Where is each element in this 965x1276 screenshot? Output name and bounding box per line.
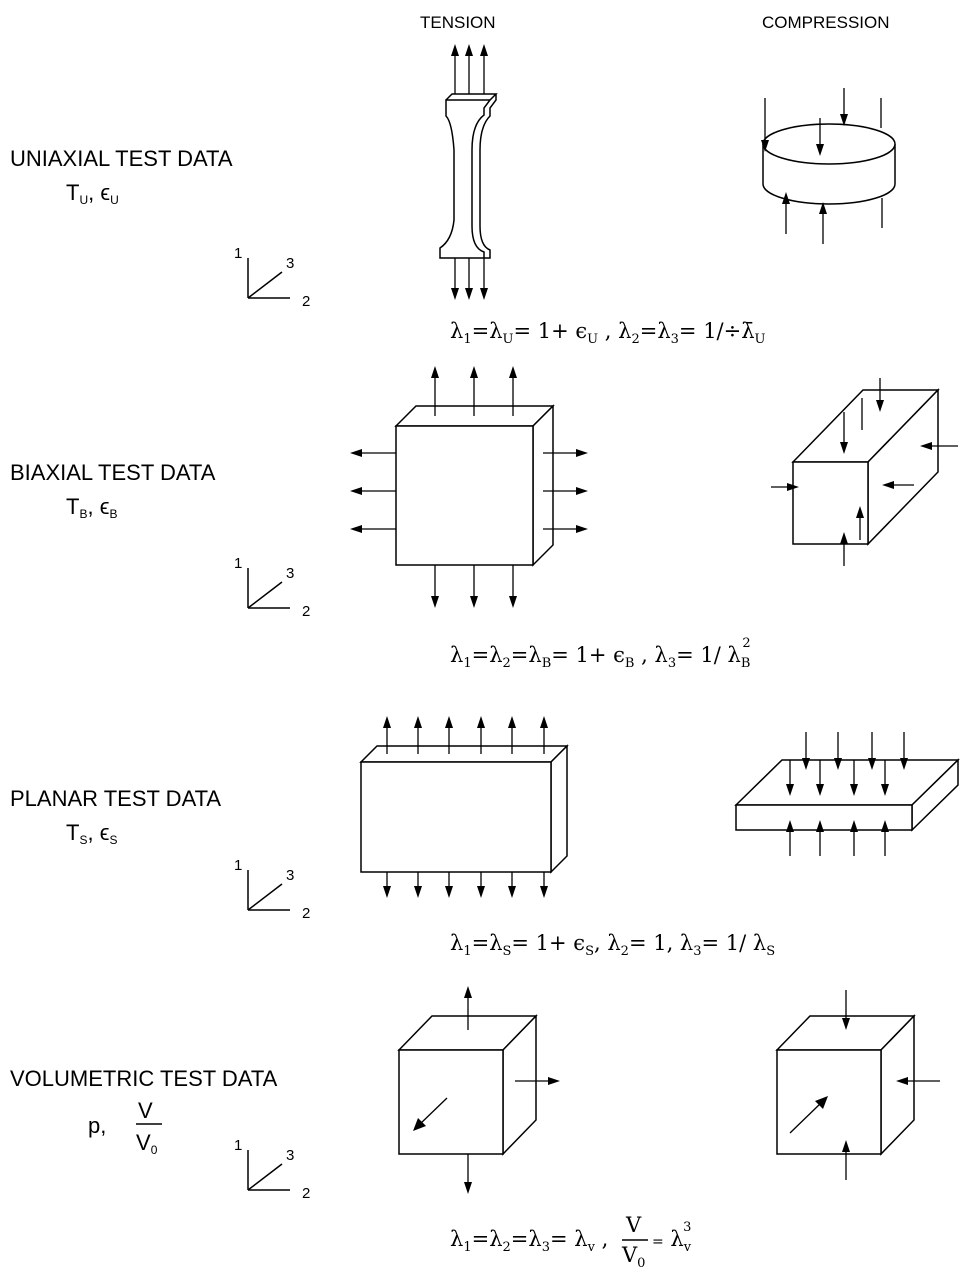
uniaxial-tension-arrows-up — [451, 44, 488, 94]
biaxial-arrows-up — [431, 366, 517, 416]
volumetric-compression-specimen — [775, 990, 940, 1180]
svg-text:V0: V0 — [621, 1243, 645, 1271]
uniaxial-tension-specimen — [439, 44, 498, 300]
uniaxial-compression-specimen — [761, 88, 896, 244]
svg-text:1: 1 — [234, 555, 242, 572]
biaxial-tension-specimen — [350, 366, 588, 608]
svg-text:2: 2 — [302, 603, 310, 620]
svg-text:V: V — [138, 1098, 153, 1123]
volumetric-title: VOLUMETRIC TEST DATA — [10, 1066, 278, 1091]
uniaxial-tension-arrows-down — [451, 258, 488, 300]
svg-text:1: 1 — [234, 857, 242, 874]
svg-text:3: 3 — [286, 867, 294, 884]
biaxial-variables: TB, ϵB — [66, 494, 117, 521]
axes-triad-2: 1 3 2 — [234, 555, 310, 620]
svg-text:1: 1 — [234, 1137, 242, 1154]
uniaxial-equation: λ1=λU= 1+ ϵU , λ2=λ3= 1/÷λ̄U — [450, 319, 766, 347]
biaxial-arrows-left — [350, 449, 396, 533]
axes-triad-4: 1 3 2 — [234, 1137, 310, 1202]
planar-compression-arrows-bottom — [786, 820, 889, 856]
planar-arrows-down — [383, 872, 548, 898]
tension-header: TENSION — [420, 13, 496, 32]
svg-text:TU, ϵU: TU, ϵU — [66, 180, 119, 207]
biaxial-compression-specimen — [771, 378, 958, 566]
planar-compression-arrows-top — [786, 732, 908, 796]
svg-text:V0: V0 — [136, 1130, 158, 1157]
axes-triad-1: 1 3 2 — [234, 245, 310, 310]
svg-text:2: 2 — [302, 905, 310, 922]
volumetric-equation: λ1=λ2=λ3= λv , V V0 = λv3 — [450, 1213, 692, 1271]
svg-text:2: 2 — [302, 1185, 310, 1202]
uniaxial-title: UNIAXIAL TEST DATA — [10, 146, 233, 171]
svg-text:= λv3: = λv3 — [652, 1220, 692, 1255]
uniaxial-var2-sub: U — [110, 193, 119, 207]
uniaxial-var2: ϵ — [100, 180, 110, 205]
uniaxial-var1-sub: U — [79, 193, 88, 207]
uniaxial-variables: TU, ϵU — [66, 180, 119, 207]
svg-text:1: 1 — [234, 245, 242, 262]
svg-text:3: 3 — [286, 255, 294, 272]
biaxial-arrows-down — [431, 565, 517, 608]
planar-title: PLANAR TEST DATA — [10, 786, 221, 811]
compression-header: COMPRESSION — [762, 13, 890, 32]
uniaxial-var1: T — [66, 180, 79, 205]
svg-text:3: 3 — [286, 565, 294, 582]
biaxial-equation: λ1=λ2=λB= 1+ ϵB , λ3= 1/ λB2 — [450, 636, 751, 671]
planar-equation: λ1=λS= 1+ ϵS, λ2= 1, λ3= 1/ λS — [450, 931, 775, 959]
biaxial-title: BIAXIAL TEST DATA — [10, 460, 216, 485]
planar-arrows-up — [383, 716, 548, 754]
svg-text:p,: p, — [88, 1113, 106, 1138]
svg-text:2: 2 — [302, 293, 310, 310]
svg-text:V: V — [625, 1213, 642, 1237]
svg-text:λ1=λ2=λ3= λv ,: λ1=λ2=λ3= λv , — [450, 1227, 608, 1255]
planar-variables: TS, ϵS — [66, 820, 117, 847]
svg-text:3: 3 — [286, 1147, 294, 1164]
volumetric-tension-specimen — [397, 986, 560, 1194]
planar-tension-specimen — [359, 716, 569, 898]
planar-compression-specimen — [734, 732, 960, 856]
volumetric-variables: p, V V0 — [88, 1098, 162, 1157]
biaxial-arrows-right — [543, 449, 588, 533]
axes-triad-3: 1 3 2 — [234, 857, 310, 922]
